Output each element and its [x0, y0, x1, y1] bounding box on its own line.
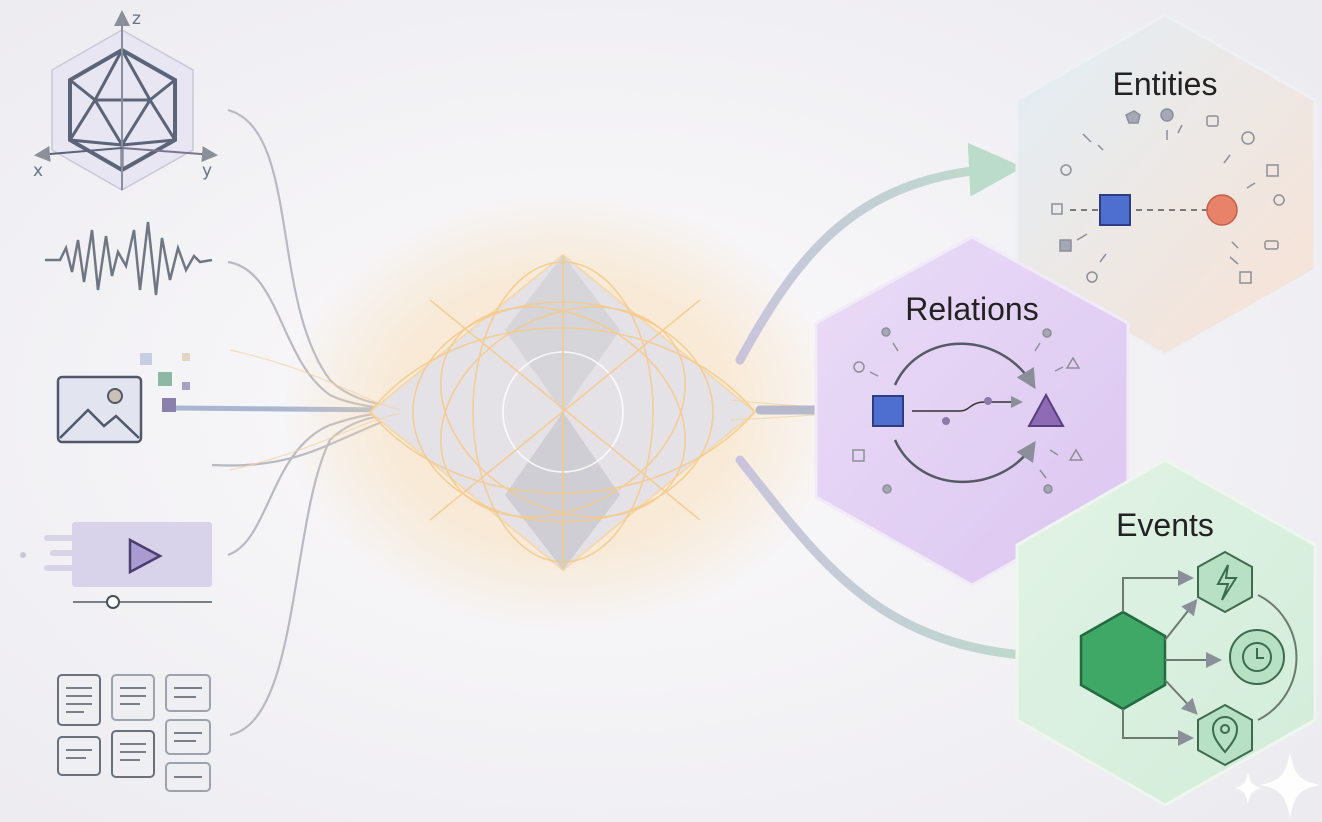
events-panel: Events: [1015, 458, 1317, 807]
video-play-icon: [20, 522, 212, 609]
documents-icon: [57, 674, 211, 792]
relations-panel: Relations: [814, 235, 1130, 587]
events-title: Events: [1116, 507, 1214, 543]
core-neural-crystal: [229, 192, 871, 632]
lightning-icon: [1197, 550, 1253, 614]
relations-title: Relations: [905, 291, 1038, 327]
clock-icon: [1229, 629, 1285, 685]
3d-icosahedron-icon: z x y: [33, 9, 218, 191]
axis-label-z: z: [132, 9, 141, 29]
entity-circle-node: [1206, 194, 1238, 226]
entities-panel: Entities: [1015, 13, 1317, 357]
entities-title: Entities: [1113, 66, 1218, 102]
image-icon: [56, 353, 190, 444]
relation-triangle-node: [1027, 392, 1065, 427]
axis-label-x: x: [33, 161, 43, 181]
axis-label-y: y: [202, 161, 212, 181]
sparkle-icon: [1234, 752, 1320, 818]
relation-square-node: [872, 395, 904, 427]
video-scrubber: [106, 595, 120, 609]
entity-square-node: [1099, 194, 1131, 226]
waveform-icon: [45, 221, 213, 296]
location-pin-icon: [1197, 703, 1253, 767]
